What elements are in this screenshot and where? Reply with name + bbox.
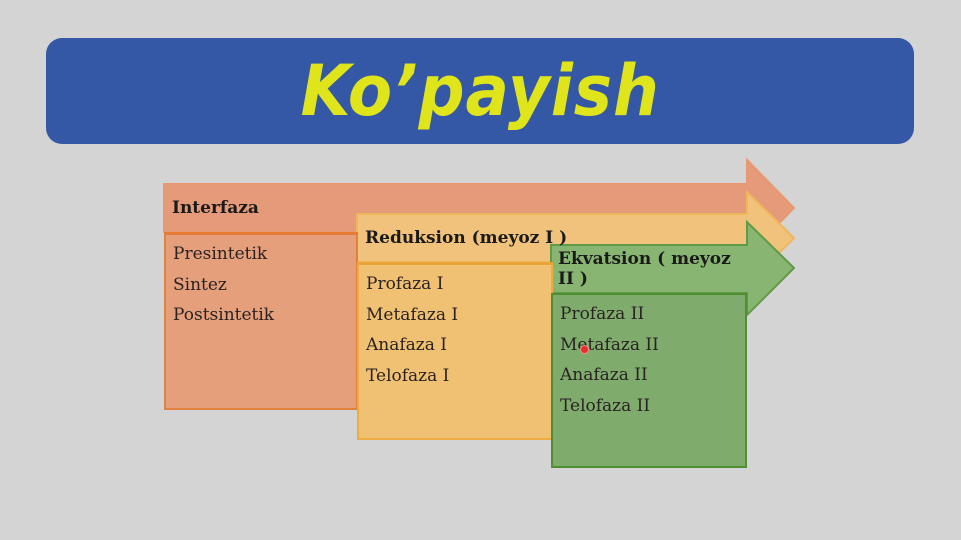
interfaza-panel: Presintetik Sintez Postsintetik: [164, 232, 358, 410]
page-title: Ko’payish: [300, 50, 660, 132]
list-item: Anafaza I: [366, 335, 447, 355]
list-item: Metafaza II: [560, 334, 659, 355]
list-item: Profaza I: [366, 274, 444, 294]
ekvatsion-panel: Profaza II Metafaza II Anafaza II Telofa…: [551, 293, 747, 468]
interfaza-header-label: Interfaza: [172, 198, 259, 218]
list-item: Telofaza I: [366, 365, 450, 386]
interfaza-header: Interfaza: [164, 184, 754, 232]
ekvatsion-header: Ekvatsion ( meyoz II ): [551, 245, 746, 293]
list-item: Anafaza II: [560, 365, 648, 385]
list-item: Metafaza I: [366, 304, 459, 325]
ekvatsion-header-label: Ekvatsion ( meyoz II ): [558, 249, 731, 289]
list-item: Profaza II: [560, 304, 645, 324]
reduksion-header-label: Reduksion (meyoz I ): [365, 228, 568, 248]
list-item: Presintetik: [173, 244, 268, 264]
list-item: Telofaza II: [560, 395, 651, 416]
list-item: Postsintetik: [173, 305, 275, 325]
pointer-dot: [580, 345, 589, 354]
title-banner: Ko’payish: [46, 38, 914, 144]
list-item: Sintez: [173, 274, 227, 295]
reduksion-panel: Profaza I Metafaza I Anafaza I Telofaza …: [357, 262, 553, 440]
reduksion-header: Reduksion (meyoz I ): [357, 214, 747, 262]
